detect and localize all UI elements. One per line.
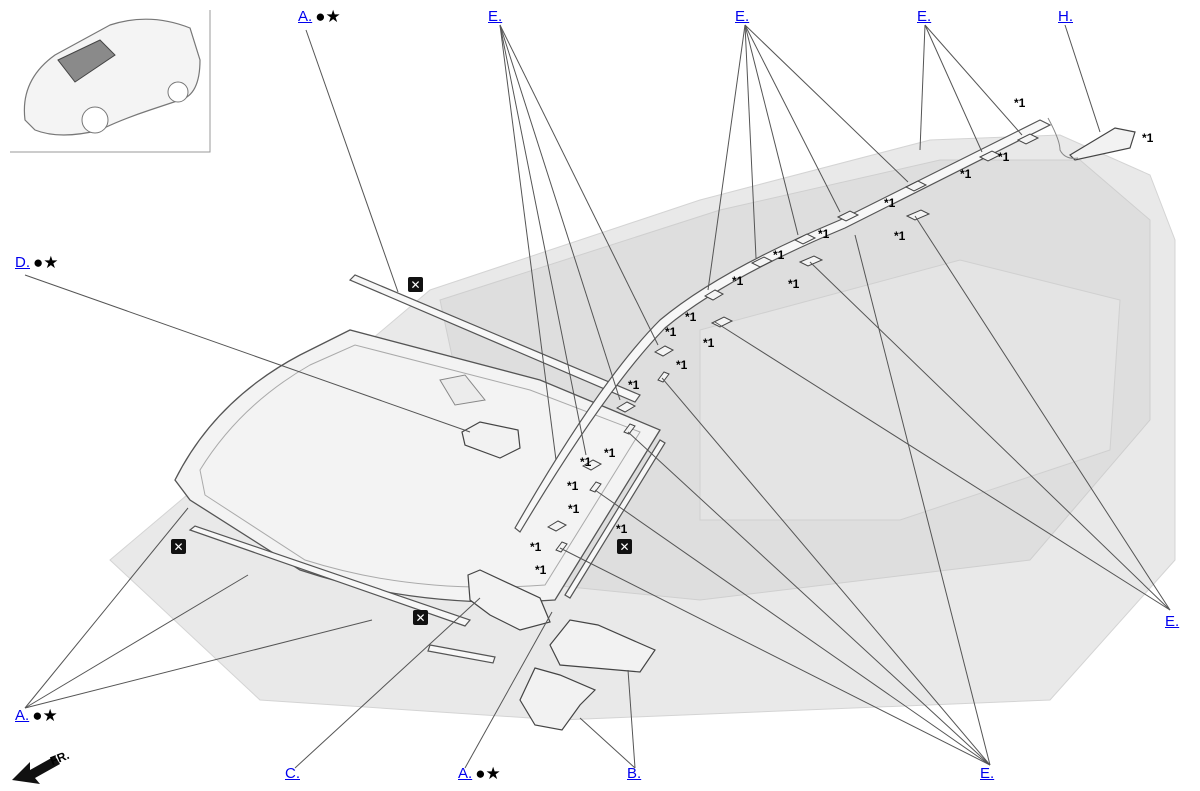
note-star-1: *1	[530, 540, 542, 554]
callout-h[interactable]: H.	[1058, 8, 1073, 25]
callout-e-top-2[interactable]: E.	[735, 8, 749, 25]
note-star-1: *1	[788, 277, 800, 291]
callout-d[interactable]: D. ●★	[15, 254, 59, 271]
note-star-1: *1	[960, 167, 972, 181]
callout-c[interactable]: C.	[285, 765, 300, 782]
callout-a-top-link[interactable]: A.	[298, 8, 313, 25]
callout-e-right[interactable]: E.	[1165, 613, 1179, 630]
note-star-1: *1	[535, 563, 547, 577]
note-star-1: *1	[703, 336, 715, 350]
callout-a-top[interactable]: A. ●★	[298, 8, 341, 25]
attention-symbols: ●★	[475, 764, 501, 783]
callout-a-left[interactable]: A. ●★	[15, 707, 58, 724]
x-box-icon: ✕	[617, 539, 632, 554]
callout-h-link[interactable]: H.	[1058, 8, 1073, 25]
upper-molding	[188, 119, 1052, 664]
attention-symbols: ●★	[33, 253, 59, 272]
note-star-1: *1	[628, 378, 640, 392]
note-star-1: *1	[1014, 96, 1026, 110]
callout-a-bottom-link[interactable]: A.	[458, 765, 473, 782]
callout-e-top-1[interactable]: E.	[488, 8, 502, 25]
note-star-1: *1	[773, 248, 785, 262]
leader-lines	[24, 24, 1171, 769]
attention-symbols: ●★	[315, 7, 341, 26]
callout-e-top-3-link[interactable]: E.	[917, 8, 932, 25]
note-star-1: *1	[884, 196, 896, 210]
note-star-1: *1	[567, 479, 579, 493]
note-star-1: *1	[685, 310, 697, 324]
callout-a-left-link[interactable]: A.	[15, 707, 30, 724]
note-star-1: *1	[616, 522, 628, 536]
mirror-bracket	[461, 421, 656, 731]
callout-c-link[interactable]: C.	[285, 765, 300, 782]
note-star-1: *1	[568, 502, 580, 516]
callout-a-bottom[interactable]: A. ●★	[458, 765, 501, 782]
callout-b-link[interactable]: B.	[627, 765, 642, 782]
callout-e-right-link[interactable]: E.	[1165, 613, 1180, 630]
callout-d-link[interactable]: D.	[15, 254, 30, 271]
callout-e-bottom[interactable]: E.	[980, 765, 994, 782]
rear-end-piece	[1047, 117, 1136, 161]
clips	[546, 133, 1040, 553]
note-star-1: *1	[580, 455, 592, 469]
note-star-1: *1	[732, 274, 744, 288]
callout-e-top-3[interactable]: E.	[917, 8, 931, 25]
callout-e-top-1-link[interactable]: E.	[488, 8, 503, 25]
note-star-1: *1	[894, 229, 906, 243]
callout-e-bottom-link[interactable]: E.	[980, 765, 995, 782]
callout-e-top-2-link[interactable]: E.	[735, 8, 750, 25]
note-star-1: *1	[676, 358, 688, 372]
vehicle-locator-icon	[10, 10, 211, 153]
note-star-1: *1	[998, 150, 1010, 164]
note-star-1: *1	[665, 325, 677, 339]
attention-symbols: ●★	[32, 706, 58, 725]
note-star-1: *1	[1142, 131, 1154, 145]
note-star-1: *1	[604, 446, 616, 460]
note-star-1: *1	[818, 227, 830, 241]
callout-b[interactable]: B.	[627, 765, 641, 782]
x-box-icon: ✕	[408, 277, 423, 292]
x-box-icon: ✕	[171, 539, 186, 554]
front-arrow-icon	[12, 756, 60, 784]
x-box-icon: ✕	[413, 610, 428, 625]
